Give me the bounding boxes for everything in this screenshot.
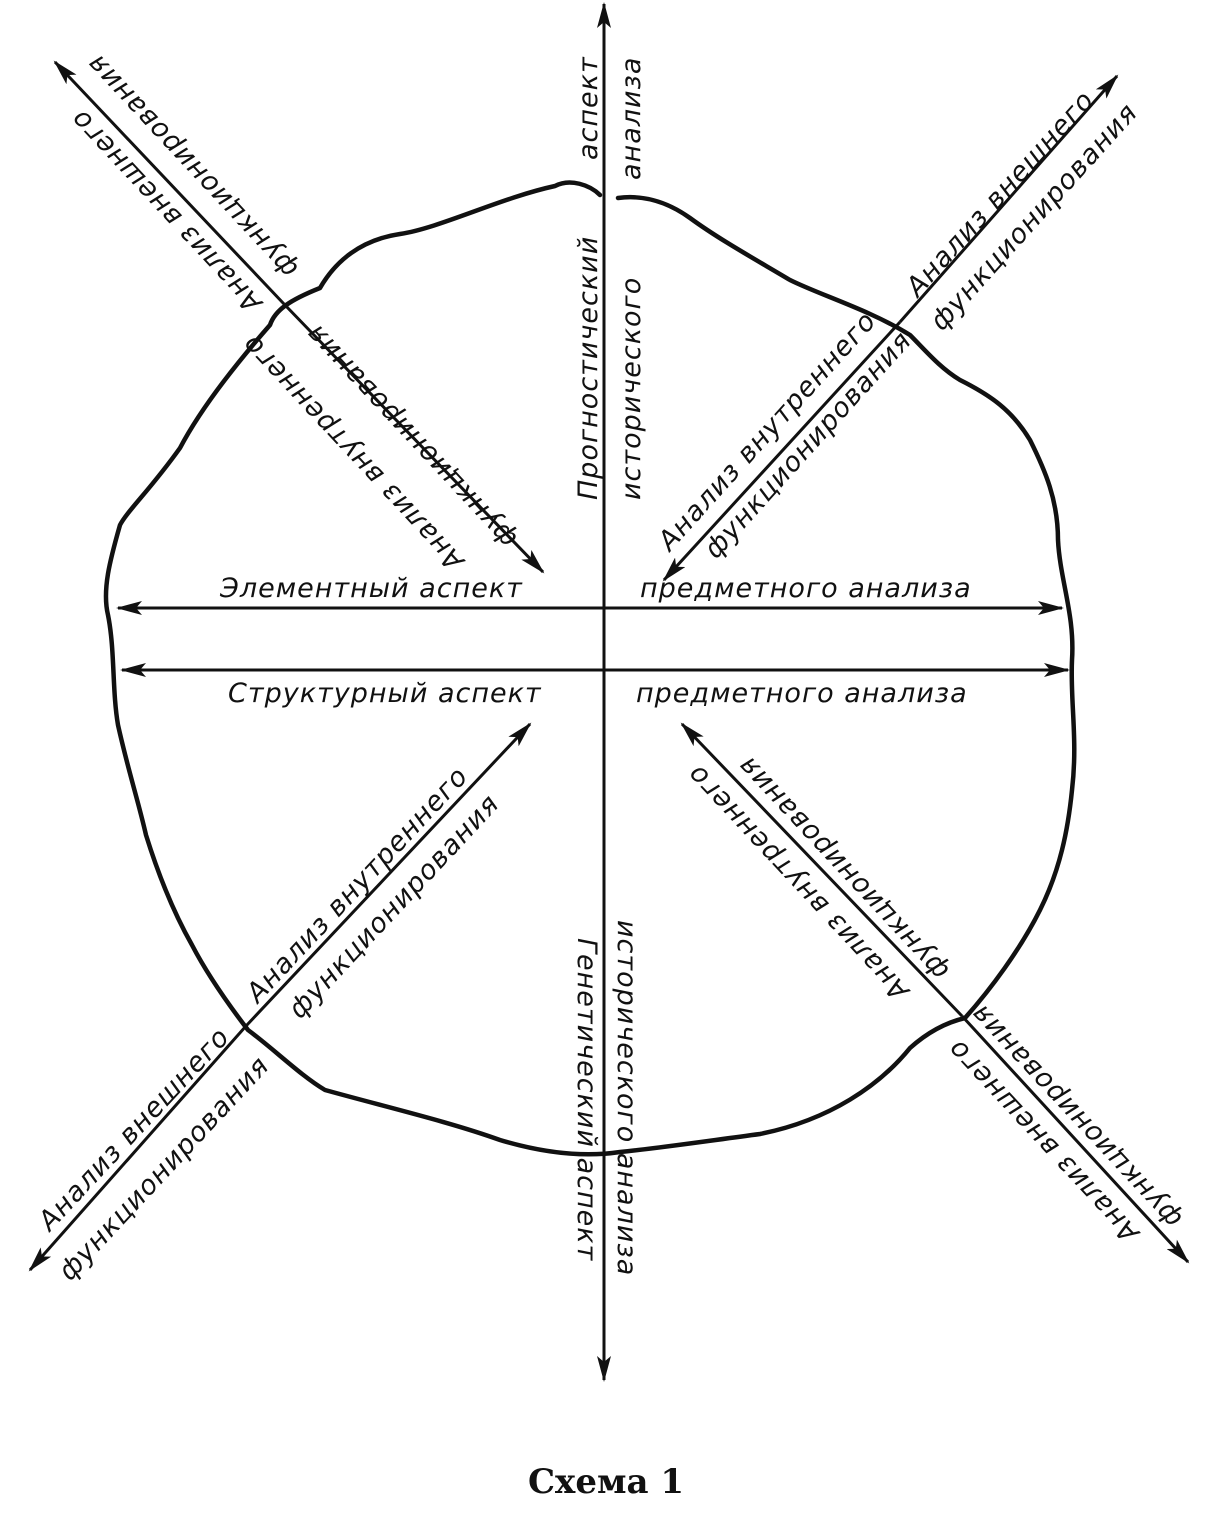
tr-inner-arrow	[662, 320, 902, 582]
analysis-label-upper: анализа	[616, 57, 647, 180]
bl-inner-arrow	[244, 722, 532, 1028]
tl-inner-arrow	[282, 302, 545, 574]
figure-caption: Схема 1	[527, 1462, 685, 1502]
object-outline	[103, 180, 1077, 1157]
structure-aspect-label-left: Структурный аспект	[228, 678, 542, 709]
bl-inner-label-1: Анализ внутреннего	[239, 761, 474, 1010]
tr-inner-label-1: Анализ внутреннего	[651, 306, 883, 559]
bl-outer-arrow	[28, 1025, 248, 1272]
tr-outer-arrow	[898, 74, 1119, 323]
br-inner-label-1: Анализ внутреннего	[681, 758, 916, 1007]
genetic-aspect-label: Генетический аспект	[571, 938, 602, 1262]
element-aspect-label-left: Элементный аспект	[219, 573, 523, 604]
prognostic-aspect-label: аспект	[573, 56, 604, 160]
prognostic-label: Прогностический	[573, 236, 604, 500]
structure-aspect-label-right: предметного анализа	[636, 678, 968, 709]
tl-outer-arrow	[53, 60, 286, 306]
br-inner-arrow	[680, 722, 964, 1018]
historical-analysis-label-lower: исторического анализа	[611, 920, 642, 1276]
br-outer-arrow	[960, 1014, 1190, 1264]
historical-label-upper: исторического	[616, 277, 647, 500]
tr-inner-label-2: функционирования	[698, 325, 918, 564]
element-aspect-label-right: предметного анализа	[640, 573, 972, 604]
